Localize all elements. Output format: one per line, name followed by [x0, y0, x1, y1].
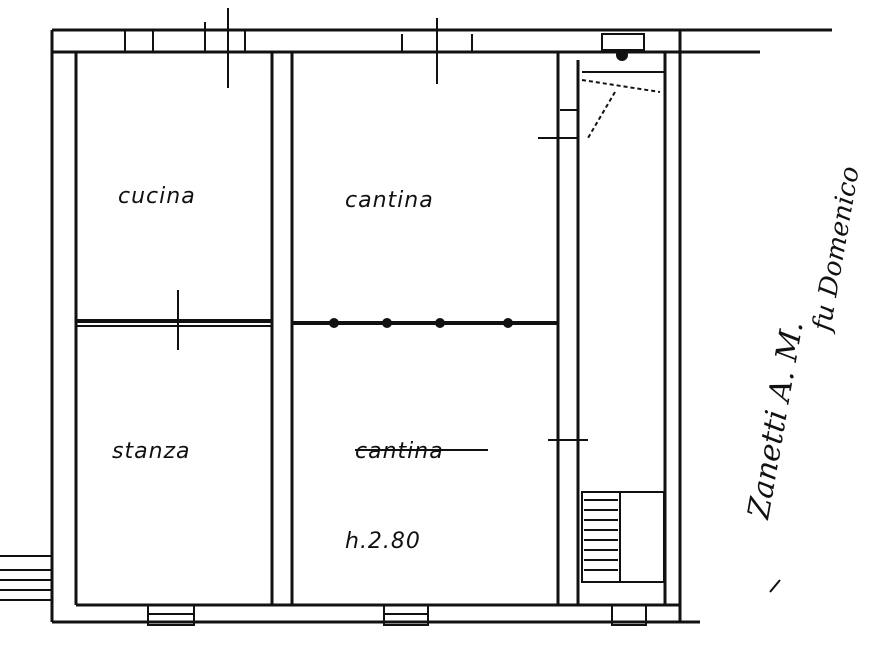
corridor-stairs	[584, 499, 618, 571]
corridor-details	[581, 71, 665, 583]
room-label-kitchen: cucina	[118, 184, 196, 209]
signature-father: fu Domenico	[807, 164, 866, 335]
signature-name: Zanetti A. M.	[741, 318, 810, 522]
bottom-openings	[147, 604, 647, 626]
exterior-stairs	[0, 555, 52, 601]
signature-mark	[769, 579, 781, 593]
room-label-cellar-bottom: cantina	[355, 439, 444, 464]
room-label-bedroom: stanza	[112, 439, 191, 464]
room-label-cellar-top: cantina	[345, 188, 434, 213]
interior-walls	[76, 52, 580, 605]
top-openings	[124, 8, 645, 88]
door-marks	[177, 109, 588, 441]
ceiling-height-label: h.2.80	[345, 529, 421, 554]
